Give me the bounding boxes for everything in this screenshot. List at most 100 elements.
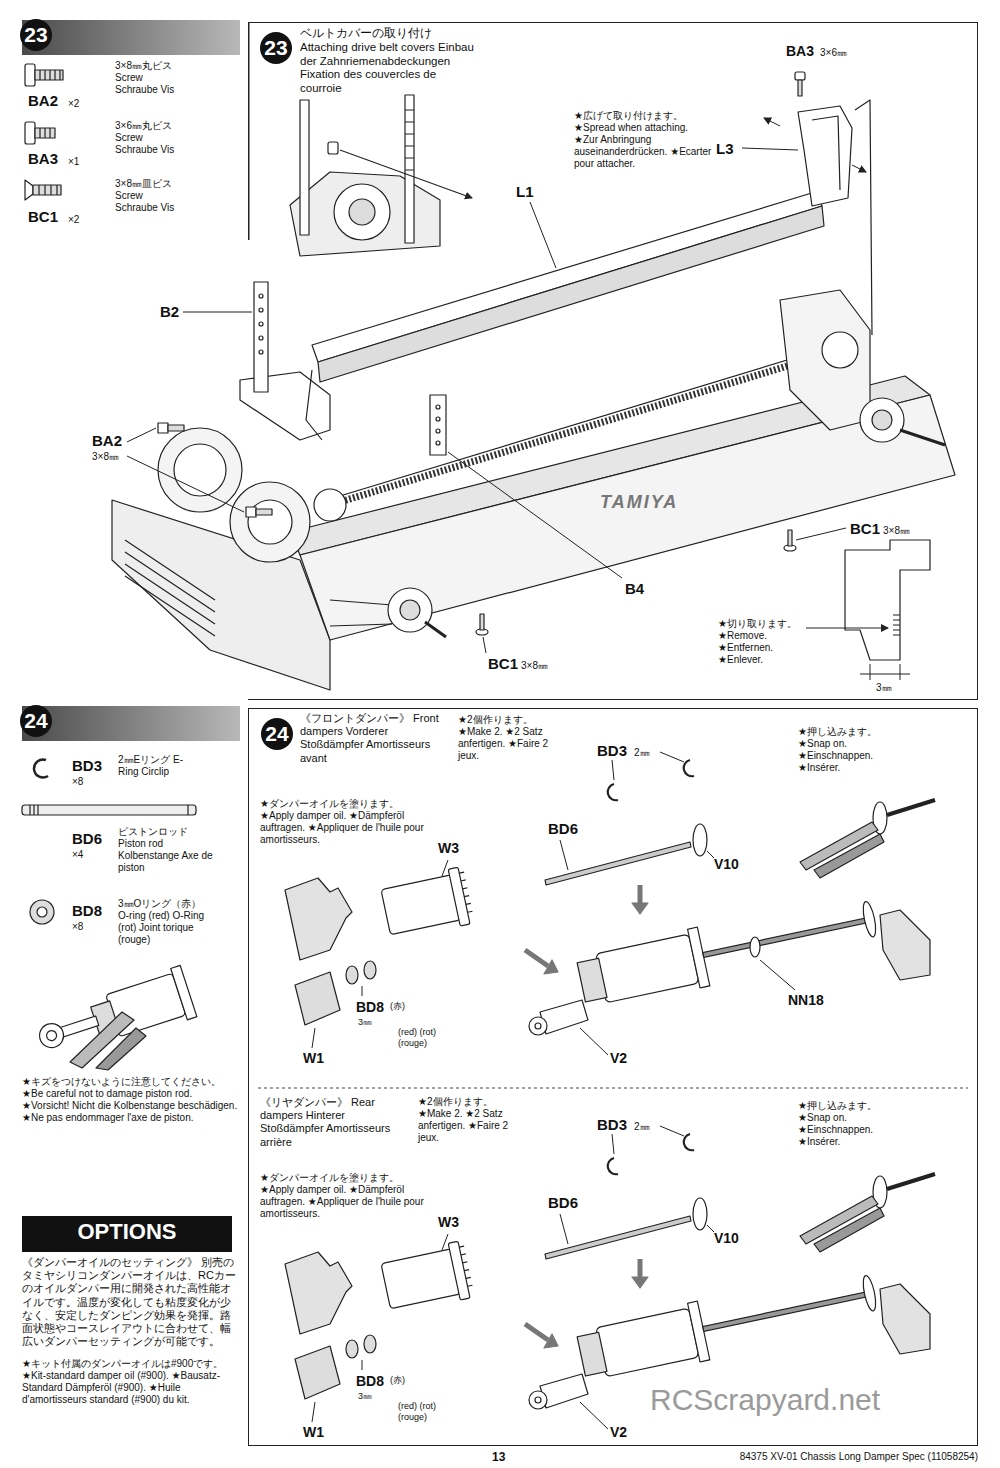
chassis-drawing bbox=[312, 192, 822, 362]
chassis-drawing bbox=[340, 150, 472, 198]
section-heading: OPTIONS bbox=[22, 1216, 232, 1248]
part-label: W1 bbox=[303, 1050, 324, 1067]
part-label: BC1 bbox=[850, 520, 880, 538]
note-text: ★2個作ります。 ★Make 2. ★2 Satz anfertigen. ★F… bbox=[418, 1096, 528, 1144]
damper-drawing bbox=[887, 800, 935, 815]
damper-drawing bbox=[632, 903, 648, 914]
damper-drawing bbox=[880, 910, 930, 980]
chassis-drawing bbox=[845, 540, 930, 660]
damper-drawing bbox=[362, 986, 363, 996]
chassis-drawing bbox=[112, 72, 955, 690]
damper-drawing bbox=[684, 760, 694, 776]
chassis-drawing bbox=[788, 530, 792, 546]
divider-line bbox=[258, 1088, 968, 1089]
sidebar-parts bbox=[171, 965, 197, 1019]
damper-drawing bbox=[612, 760, 614, 780]
sidebar-parts bbox=[40, 70, 60, 80]
damper-drawing bbox=[580, 1028, 608, 1055]
part-label: BD3 bbox=[597, 1116, 627, 1134]
part-label: B2 bbox=[160, 303, 179, 321]
note-text: 3×6㎜丸ビス Screw Schraube Vis bbox=[115, 120, 175, 156]
damper-drawing bbox=[346, 966, 358, 984]
part-label: BC1 bbox=[488, 655, 518, 673]
note-text: 2㎜Eリング E-Ring Circlip bbox=[118, 754, 198, 778]
note-text: 3㎜ bbox=[358, 1391, 372, 1402]
damper-drawing bbox=[575, 891, 881, 1012]
note-text: (赤) bbox=[390, 1001, 405, 1012]
note-text: 《フロントダンパー》 Front dampers Vorderer Stoßdä… bbox=[300, 712, 440, 765]
chassis-drawing bbox=[328, 142, 338, 154]
chassis-drawing bbox=[127, 456, 244, 512]
part-label: BD8 bbox=[356, 1373, 384, 1390]
damper-drawing bbox=[381, 875, 461, 935]
chassis-drawing bbox=[860, 664, 910, 680]
chassis-drawing bbox=[483, 637, 486, 653]
step-number: 23 bbox=[20, 19, 52, 51]
chassis-drawing bbox=[480, 614, 484, 630]
damper-drawing bbox=[285, 752, 935, 1055]
damper-drawing bbox=[638, 885, 643, 903]
chassis-drawing bbox=[796, 528, 846, 540]
note-text: ★押し込みます。 ★Snap on. ★Einschnappen. ★Insér… bbox=[798, 726, 888, 774]
note-text: ×8 bbox=[72, 776, 83, 788]
note-text: (赤) bbox=[390, 1375, 405, 1386]
chassis-drawing bbox=[405, 110, 414, 170]
chassis-drawing bbox=[400, 600, 420, 620]
chassis-drawing bbox=[812, 116, 840, 190]
part-label: W3 bbox=[438, 840, 459, 857]
chassis-drawing bbox=[436, 441, 440, 445]
part-label: BA2 bbox=[92, 432, 122, 450]
step-band: 23 bbox=[22, 20, 240, 55]
sidebar-parts bbox=[35, 128, 55, 138]
part-label: BD6 bbox=[548, 1194, 578, 1212]
part-label: BD6 bbox=[72, 830, 102, 848]
chassis-drawing bbox=[436, 417, 440, 421]
note-text: 2㎜ bbox=[634, 747, 650, 759]
damper-drawing bbox=[560, 840, 568, 870]
chassis-drawing bbox=[430, 395, 446, 455]
chassis-drawing bbox=[893, 615, 900, 635]
chassis-drawing bbox=[860, 398, 904, 442]
damper-drawing bbox=[295, 972, 340, 1025]
sidebar-parts bbox=[60, 1016, 99, 1037]
note-text: ★押し込みます。 ★Snap on. ★Einschnappen. ★Insér… bbox=[798, 1100, 888, 1148]
note-text: ★キズをつけないように注意してください。 ★Be careful not to … bbox=[22, 1076, 242, 1124]
damper-drawing bbox=[525, 950, 548, 966]
chassis-drawing bbox=[158, 428, 242, 512]
damper-drawing bbox=[285, 1126, 935, 1429]
part-label: V2 bbox=[610, 1424, 627, 1441]
part-label: L3 bbox=[716, 140, 734, 158]
step-band: 24 bbox=[22, 706, 240, 741]
chassis-drawing bbox=[448, 452, 622, 578]
note-text: 3×6㎜ bbox=[820, 47, 847, 59]
panel-border bbox=[248, 22, 250, 240]
sidebar-parts bbox=[22, 805, 196, 815]
part-label: BA3 bbox=[28, 150, 58, 168]
damper-drawing bbox=[312, 752, 714, 1055]
note-text: 3×8㎜ bbox=[92, 451, 119, 463]
part-label: B4 bbox=[625, 580, 644, 598]
note-text: ×8 bbox=[72, 921, 83, 933]
part-label: BA3 bbox=[786, 43, 814, 60]
note-text: (red) (rot) (rouge) bbox=[398, 1027, 438, 1049]
note-text: ★広げて取り付けます。 ★Spread when attaching. ★Zur… bbox=[574, 110, 714, 170]
chassis-drawing bbox=[425, 622, 446, 637]
note-text: 2㎜ bbox=[634, 1121, 650, 1133]
part-label: BC1 bbox=[28, 208, 58, 226]
options-band: OPTIONS bbox=[22, 1216, 232, 1252]
chassis-drawing bbox=[125, 540, 215, 636]
damper-drawing bbox=[544, 960, 558, 974]
chassis-drawing bbox=[795, 72, 805, 80]
sidebar-parts bbox=[39, 185, 57, 195]
sidebar-parts bbox=[37, 907, 47, 917]
damper-drawing bbox=[459, 872, 472, 912]
damper-drawing bbox=[693, 824, 707, 856]
part-label: 13 bbox=[492, 1450, 505, 1464]
chassis-drawing bbox=[306, 370, 322, 440]
chassis-drawing bbox=[259, 308, 263, 312]
damper-drawing bbox=[688, 927, 710, 988]
part-label: BD8 bbox=[72, 902, 102, 920]
note-text: 3×8㎜ bbox=[521, 660, 548, 672]
part-label: L1 bbox=[516, 183, 534, 201]
step-number: 24 bbox=[261, 718, 293, 750]
